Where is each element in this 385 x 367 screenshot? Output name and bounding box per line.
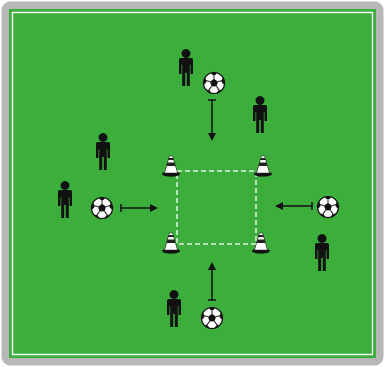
soccer-ball-icon — [90, 196, 114, 220]
pass-arrow-bottom — [208, 262, 216, 301]
soccer-ball-icon — [200, 306, 224, 330]
pass-arrow-left — [120, 204, 158, 212]
pass-arrow-top — [208, 99, 216, 141]
pass-arrow-right — [275, 202, 313, 210]
soccer-ball-icon — [202, 71, 226, 95]
pitch-outline — [11, 11, 374, 356]
soccer-ball-icon — [316, 195, 340, 219]
grid-square — [176, 170, 257, 245]
